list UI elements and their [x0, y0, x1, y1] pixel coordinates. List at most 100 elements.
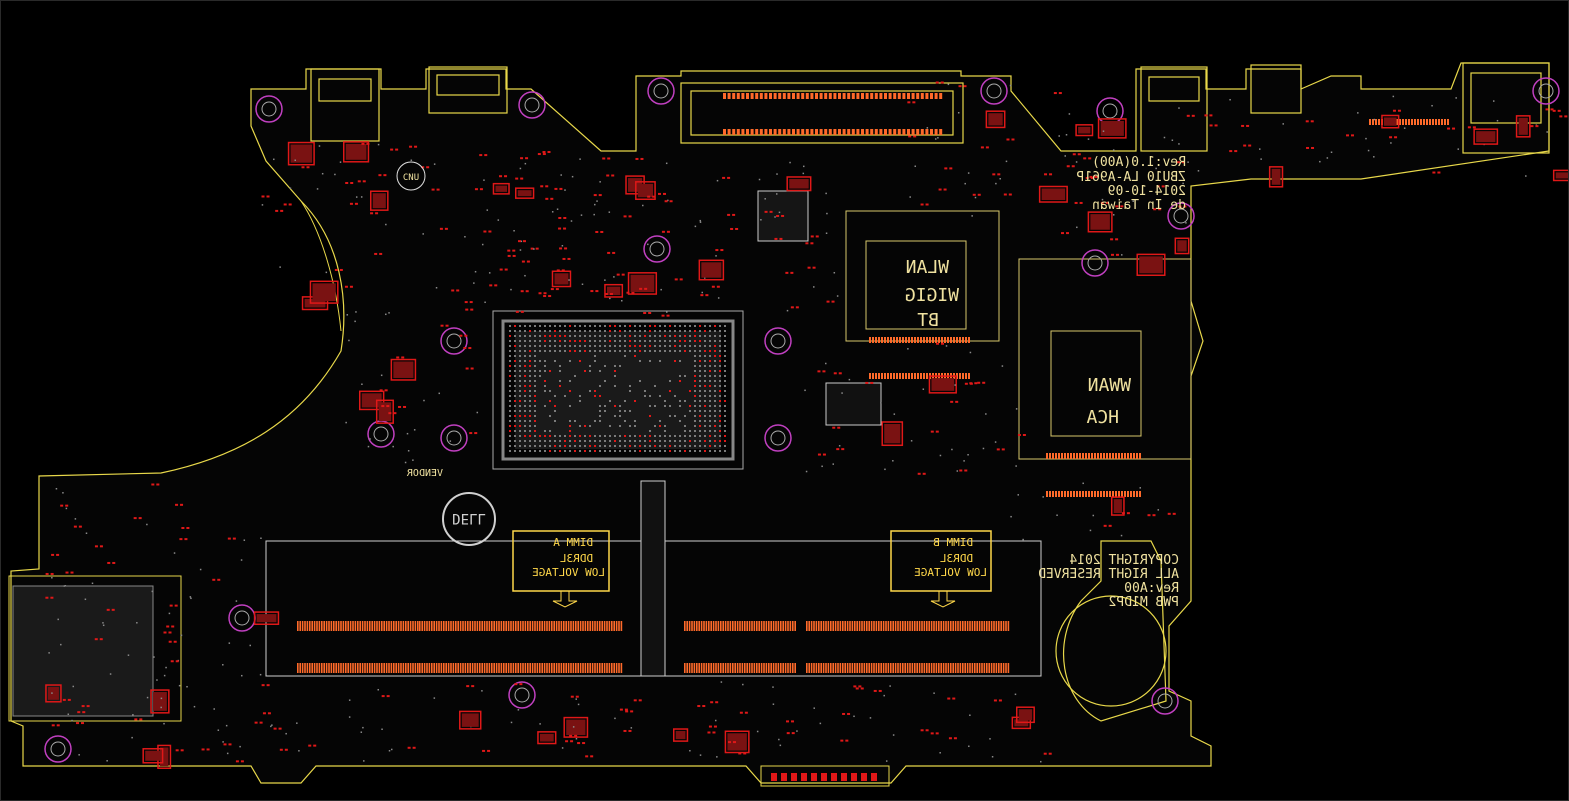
smd-pad — [727, 176, 731, 179]
cpu-pin — [514, 430, 516, 432]
smd-ic — [253, 611, 280, 625]
dimm-pad — [710, 663, 712, 673]
dimm-pad — [902, 663, 904, 673]
smd-pad — [639, 287, 643, 290]
smd-pad — [436, 188, 440, 191]
lan-pad — [1420, 119, 1422, 125]
cpu-pin — [544, 335, 546, 337]
dimm-pad — [962, 621, 964, 631]
hdmi-pad — [782, 93, 786, 99]
dimm-pad — [455, 621, 457, 631]
smd-pad — [590, 290, 594, 293]
via — [228, 642, 231, 644]
smd-pad — [525, 157, 529, 160]
cpu-pin — [639, 335, 641, 337]
dimm-pad — [684, 621, 686, 631]
cpu-pin — [659, 340, 661, 342]
dimm-pad — [839, 621, 842, 631]
mounting-hole-inner — [649, 241, 665, 257]
smd-pad — [607, 251, 611, 254]
hdmi-pad — [907, 93, 910, 99]
wlan-pad — [965, 337, 967, 343]
smd-pad — [607, 157, 611, 160]
cpu-pin — [604, 350, 606, 352]
smd-ic — [1174, 237, 1190, 255]
smd-pad — [470, 308, 474, 311]
smd-pad — [240, 760, 244, 763]
hdmi-pad — [920, 129, 924, 135]
cpu-pin — [579, 325, 581, 327]
smd-pad — [842, 712, 846, 715]
dimm-pad — [810, 663, 813, 673]
via — [1121, 254, 1123, 256]
dimm-pad — [892, 663, 894, 673]
cpu-pin — [634, 425, 636, 427]
cpu-pin — [714, 335, 716, 337]
smd-ic — [551, 270, 572, 288]
smd-pad — [710, 701, 714, 704]
cpu-pin — [524, 415, 526, 417]
cpu-pin — [599, 405, 601, 407]
cpu-pin — [599, 335, 601, 337]
smd-pad — [223, 743, 227, 746]
smd-pad — [504, 268, 508, 271]
dimm-pad — [575, 663, 577, 673]
cpu-pin — [659, 395, 661, 397]
via — [407, 450, 410, 452]
smd-pad — [1186, 114, 1190, 117]
dimm-pad — [421, 621, 423, 631]
smd-pad — [344, 285, 348, 288]
smd-pad — [959, 469, 963, 472]
smd-pad — [518, 240, 522, 243]
via — [699, 221, 702, 223]
smd-pad — [593, 194, 597, 197]
dell-logo: DELL — [442, 492, 496, 546]
dimm-pad — [328, 621, 330, 631]
cpu-pin — [659, 435, 661, 437]
dimm-pad — [780, 663, 782, 673]
smd-ic — [514, 187, 535, 199]
smd-pad — [612, 251, 616, 254]
dimm-pad — [467, 621, 469, 631]
smd-ic-body — [931, 378, 955, 391]
cpu-pin — [709, 445, 711, 447]
smd-pad — [514, 683, 518, 686]
cpu-pin — [604, 325, 606, 327]
cpu-pin — [644, 330, 646, 332]
smd-pad — [922, 472, 926, 475]
smd-pad — [720, 249, 724, 252]
dimm-pad — [531, 621, 534, 631]
cpu-pin — [604, 450, 606, 452]
cpu-pin — [509, 360, 511, 362]
smd-pad — [950, 400, 954, 403]
cpu-pin — [654, 445, 656, 447]
cpu-pin — [614, 340, 616, 342]
cpu-pin — [714, 435, 716, 437]
hdmi-pad — [819, 93, 823, 99]
cpu-pin — [519, 450, 521, 452]
smd-pad — [795, 306, 799, 309]
wlan-line-2: WIGIG — [905, 285, 959, 306]
cpu-pin — [719, 325, 721, 327]
smd-pad — [107, 561, 111, 564]
smd-pad — [179, 538, 183, 541]
smd-pad — [733, 741, 737, 744]
smd-pad — [604, 293, 608, 296]
dimm-pad — [729, 621, 732, 631]
dimm-a-line-2: DDR3L — [560, 552, 593, 565]
cpu-pin — [559, 370, 561, 372]
smd-ic — [1038, 185, 1068, 203]
via — [1022, 538, 1024, 541]
via — [1282, 123, 1284, 125]
cpu-pin — [719, 350, 721, 352]
mounting-hole — [1167, 202, 1195, 230]
cpu-pin — [529, 355, 531, 357]
hdmi-pad — [888, 93, 892, 99]
dimm-pad — [474, 621, 476, 631]
cpu-pin — [629, 330, 631, 332]
smd-pad — [464, 301, 468, 304]
cpu-pin — [624, 435, 626, 437]
cpu-pin — [709, 325, 711, 327]
